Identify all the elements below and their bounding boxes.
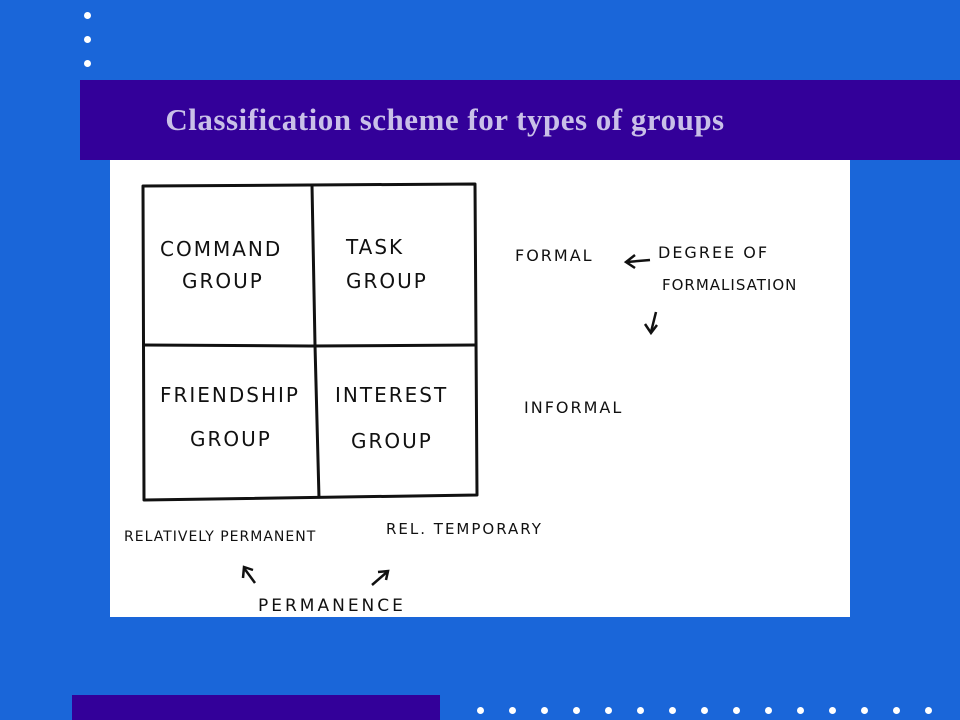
formalisation-line2: FORMALISATION	[662, 276, 797, 294]
cell-command-line2: GROUP	[182, 269, 264, 293]
decor-dot	[605, 707, 612, 714]
decor-dot	[765, 707, 772, 714]
decor-dot	[477, 707, 484, 714]
arrow-to-formal-icon	[623, 254, 651, 270]
cell-friendship-line1: FRIENDSHIP	[160, 383, 300, 407]
decor-dot	[669, 707, 676, 714]
classification-diagram: COMMAND GROUP TASK GROUP FRIENDSHIP GROU…	[124, 182, 797, 616]
decor-dot	[861, 707, 868, 714]
decor-dot	[829, 707, 836, 714]
decor-dot	[733, 707, 740, 714]
decor-dot	[541, 707, 548, 714]
permanence-label: PERMANENCE	[258, 596, 406, 616]
decor-dot	[701, 707, 708, 714]
decor-dot	[84, 60, 91, 67]
relatively-temporary-label: REL. TEMPORARY	[386, 520, 543, 538]
cell-interest-line1: INTEREST	[335, 383, 448, 407]
cell-task-line1: TASK	[345, 235, 404, 259]
arrow-down-icon	[643, 311, 658, 336]
cell-task-line2: GROUP	[346, 269, 428, 293]
decor-dot	[893, 707, 900, 714]
cell-interest-line2: GROUP	[351, 429, 433, 453]
decor-dot	[637, 707, 644, 714]
cell-command-line1: COMMAND	[160, 237, 282, 261]
decor-dot	[797, 707, 804, 714]
arrow-up-left-icon	[241, 565, 257, 584]
formalisation-line1: DEGREE OF	[658, 243, 769, 262]
decor-dot	[925, 707, 932, 714]
sketch-panel: COMMAND GROUP TASK GROUP FRIENDSHIP GROU…	[110, 160, 850, 617]
arrow-up-right-icon	[371, 569, 390, 586]
decor-dot	[84, 12, 91, 19]
formal-label: FORMAL	[515, 246, 594, 265]
cell-friendship-line2: GROUP	[190, 427, 272, 451]
grid-horizontal-divider	[142, 343, 477, 348]
decor-dot	[84, 36, 91, 43]
grid-outline	[141, 182, 479, 502]
decor-dot	[509, 707, 516, 714]
grid-vertical-divider	[310, 184, 321, 499]
footer-bar	[72, 695, 440, 720]
relatively-permanent-label: RELATIVELY PERMANENT	[124, 529, 316, 545]
title-bar: Classification scheme for types of group…	[80, 80, 960, 160]
informal-label: INFORMAL	[524, 398, 623, 417]
decor-dot	[573, 707, 580, 714]
slide-title: Classification scheme for types of group…	[165, 102, 725, 137]
